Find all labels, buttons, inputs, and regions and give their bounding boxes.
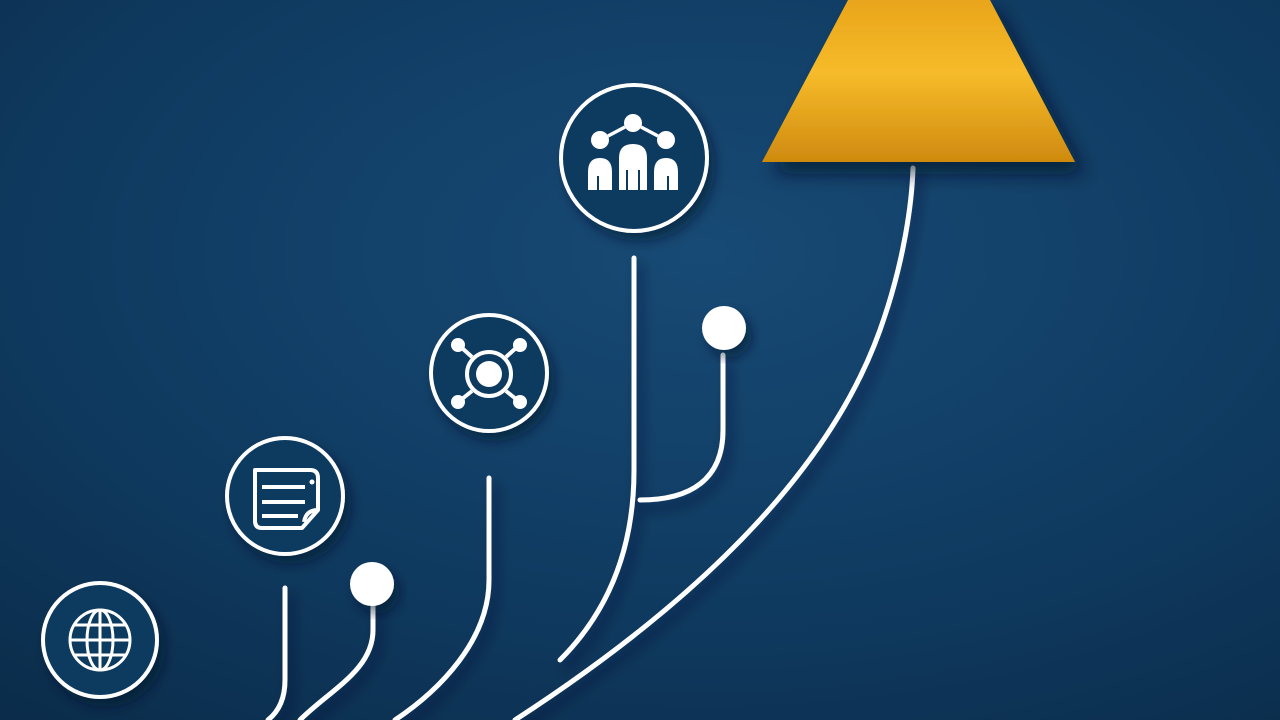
upper-node-branch-line (637, 352, 726, 503)
globe-icon (41, 581, 159, 699)
growth-lines (265, 165, 916, 720)
team-branch-line (557, 255, 637, 663)
lower-node-branch-line (297, 597, 376, 720)
team-network-icon (559, 83, 709, 233)
database-branch-line (265, 585, 288, 720)
database-document-icon (225, 436, 345, 556)
network-branch-line (392, 475, 492, 720)
upper-branch-node (702, 306, 746, 350)
main-growth-curve (512, 165, 916, 720)
network-hub-icon (429, 313, 549, 433)
gold-arrow-head (762, 0, 1075, 162)
lower-branch-node (350, 562, 394, 606)
